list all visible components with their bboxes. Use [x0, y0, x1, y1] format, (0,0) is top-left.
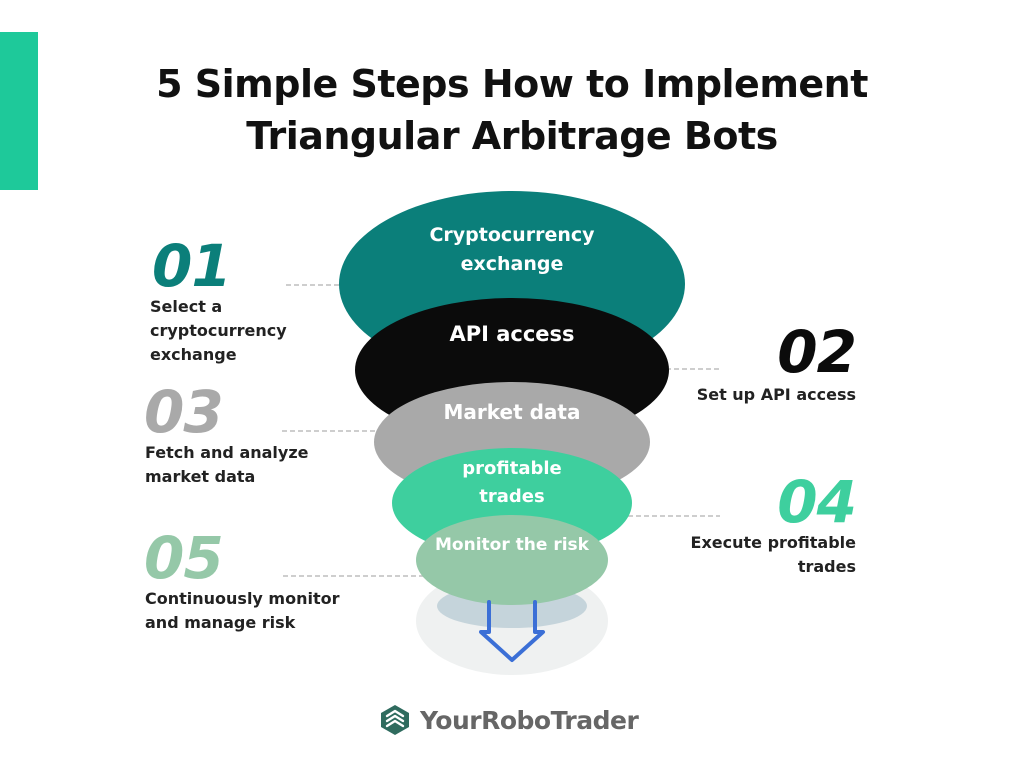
layer-label-risk: Monitor the risk: [412, 532, 612, 558]
robotrader-logo-icon: [381, 705, 409, 735]
layer-label-trades: profitable trades: [412, 455, 612, 511]
step-04-description: Execute profitable trades: [691, 531, 856, 579]
step-04-line1: Execute profitable: [690, 533, 856, 552]
step-03-number: 03: [144, 378, 224, 446]
step-03-line1: Fetch and analyze: [145, 443, 309, 462]
title-line-2: Triangular Arbitrage Bots: [246, 114, 778, 158]
step-05-number: 05: [144, 524, 224, 592]
layer-label-api: API access: [392, 319, 632, 349]
layer-label-api-line1: API access: [449, 322, 575, 346]
step-02-number: 02: [777, 318, 857, 386]
step-01-line1: Select a: [150, 297, 223, 316]
step-01-line2: cryptocurrency: [150, 321, 287, 340]
step-02-description: Set up API access: [697, 383, 856, 407]
layer-label-trades-line1: profitable: [462, 458, 562, 479]
down-arrow-icon: [479, 600, 545, 662]
funnel-layer-risk: [416, 515, 608, 605]
layer-label-market-line1: Market data: [443, 400, 581, 424]
step-03-line2: market data: [145, 467, 256, 486]
page-title: 5 Simple Steps How to Implement Triangul…: [0, 58, 1024, 162]
step-02-line1: Set up API access: [696, 385, 856, 404]
step-04-number: 04: [777, 468, 857, 536]
layer-label-exchange-line2: exchange: [460, 253, 564, 275]
layer-label-market: Market data: [392, 397, 632, 427]
step-05-description: Continuously monitor and manage risk: [145, 587, 340, 635]
accent-bar: [0, 32, 38, 190]
step-05-line2: and manage risk: [145, 613, 296, 632]
step-03-description: Fetch and analyze market data: [145, 441, 309, 489]
brand-name: YourRoboTrader: [420, 705, 639, 735]
layer-label-trades-line2: trades: [479, 486, 545, 507]
title-line-1: 5 Simple Steps How to Implement: [156, 62, 868, 106]
step-01-number: 01: [152, 232, 232, 300]
step-05-line1: Continuously monitor: [145, 589, 340, 608]
layer-label-risk-line1: Monitor the risk: [435, 535, 589, 555]
brand: YourRoboTrader: [378, 702, 639, 738]
layer-label-exchange: Cryptocurrency exchange: [392, 221, 632, 279]
step-01-line3: exchange: [150, 345, 237, 364]
step-01-description: Select a cryptocurrency exchange: [150, 295, 287, 367]
step-04-line2: trades: [797, 557, 856, 576]
layer-label-exchange-line1: Cryptocurrency: [429, 224, 595, 246]
